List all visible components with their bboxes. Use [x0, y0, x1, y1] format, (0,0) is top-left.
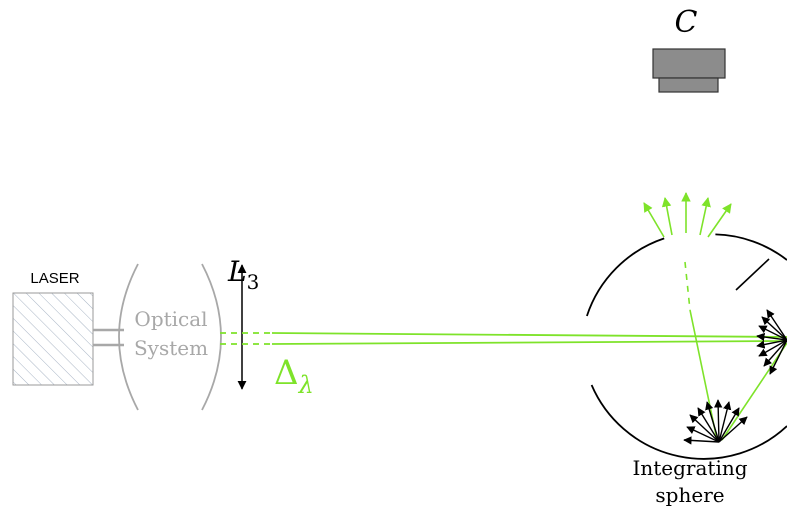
laser-box: [12, 292, 94, 386]
sphere-lower-arc: [590, 384, 787, 460]
bottom-fan-ray: [718, 401, 732, 443]
bottom-scatter-fan: [683, 399, 748, 445]
wavelength-shift-label: Δλ: [274, 353, 314, 399]
optical-system-label-line1: Optical: [134, 307, 207, 331]
delta-symbol: Δ: [274, 353, 299, 393]
lens-l3-symbol: L: [227, 255, 247, 288]
laser-label: LASER: [30, 270, 79, 287]
lens-l3: L3: [227, 255, 259, 390]
escape-ray-4: [699, 197, 711, 236]
sphere-upper-arc: [586, 237, 665, 317]
right-scatter-fan: [756, 309, 787, 375]
integrating-sphere: Integrating sphere: [586, 192, 787, 507]
bottom-fan-ray: [686, 426, 720, 443]
bottom-fan-ray: [697, 407, 720, 443]
sphere-label-line2: sphere: [655, 483, 724, 507]
optical-system-label-line2: System: [134, 336, 208, 360]
ray-dashed-to-port: [684, 261, 691, 311]
sphere-right-arc: [715, 233, 787, 261]
optical-system-left-bracket: [118, 263, 139, 411]
right-fan-ray: [761, 316, 787, 341]
lens-l3-subscript: 3: [247, 270, 260, 294]
delta-subscript: λ: [298, 371, 314, 399]
right-fan-ray: [769, 339, 787, 375]
bottom-fan-ray: [683, 436, 720, 445]
camera: C: [652, 5, 726, 93]
camera-label: C: [675, 5, 698, 40]
beam-top: [271, 332, 787, 338]
escaping-rays: [643, 192, 732, 238]
camera-body: [652, 48, 726, 79]
right-fan-ray: [766, 309, 787, 341]
right-fan-ray: [763, 339, 787, 367]
lens-l3-label: L3: [227, 255, 259, 294]
bottom-fan-ray: [713, 399, 723, 443]
right-fan-ray: [758, 339, 787, 357]
escape-ray-2: [661, 197, 673, 236]
right-fan-ray: [756, 332, 787, 342]
escape-ray-1: [643, 202, 665, 238]
bottom-fan-ray: [705, 401, 720, 443]
laser: LASER: [12, 270, 124, 386]
beam-bottom: [271, 340, 787, 345]
ray-wall-to-bottom: [721, 342, 787, 441]
optical-system-right-bracket: [201, 263, 222, 411]
camera-lens: [658, 77, 719, 93]
bottom-fan-ray: [718, 407, 740, 443]
laser-beams: [220, 332, 787, 345]
right-fan-ray: [756, 339, 787, 349]
escape-ray-5: [707, 203, 732, 238]
sphere-label-line1: Integrating: [632, 456, 747, 480]
bottom-fan-ray: [718, 416, 748, 443]
sphere-baffle: [735, 258, 770, 291]
optical-system: Optical System: [118, 263, 222, 411]
bottom-fan-ray: [689, 414, 720, 443]
right-fan-ray: [758, 325, 787, 341]
